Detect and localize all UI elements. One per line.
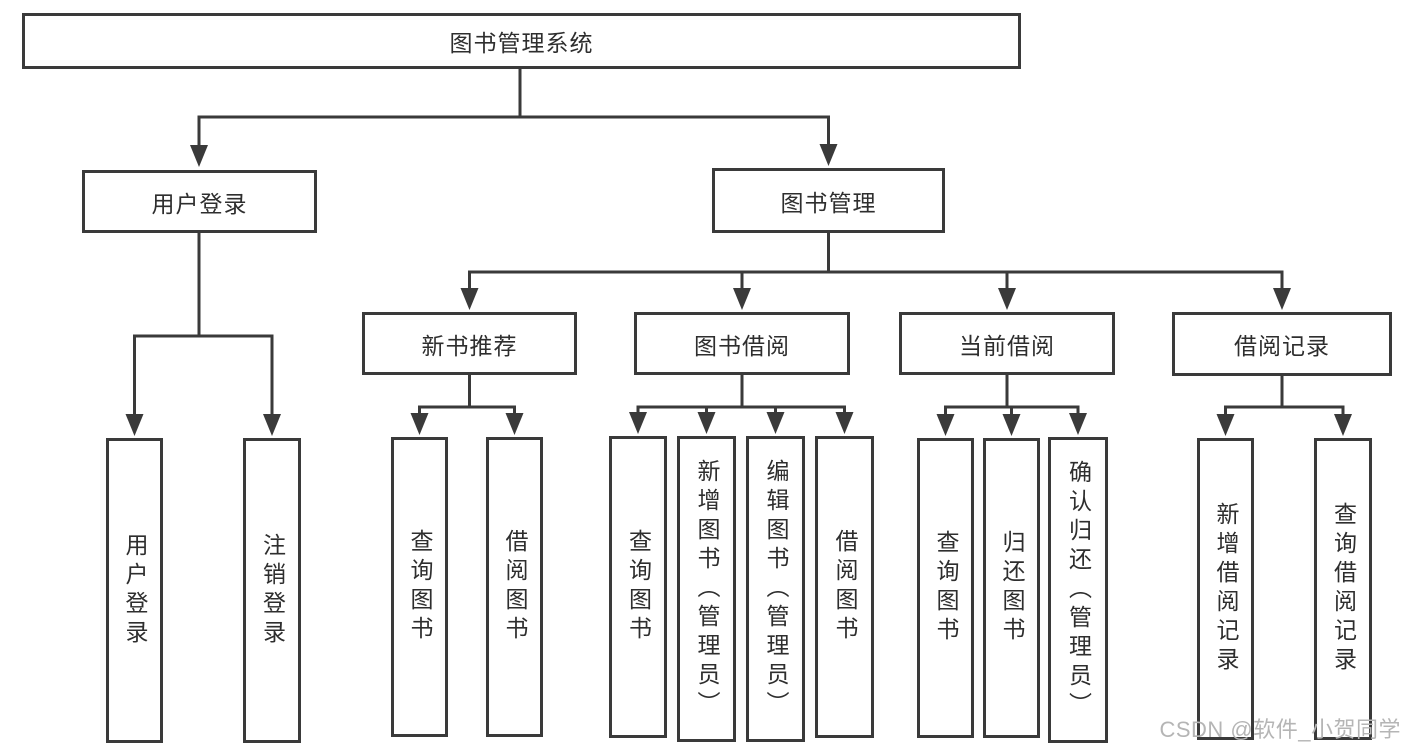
- node-borrow-records: 借阅记录: [1172, 312, 1392, 376]
- leaf-add-books-admin: 新增图书（管理员）: [677, 436, 736, 742]
- node-new-book-recommend: 新书推荐: [362, 312, 577, 375]
- node-label: 注销登录: [259, 532, 286, 649]
- node-label: 当前借阅: [959, 332, 1055, 359]
- leaf-query-borrow-record: 查询借阅记录: [1314, 438, 1372, 740]
- node-label: 查询图书: [407, 529, 433, 645]
- leaf-add-borrow-record: 新增借阅记录: [1197, 438, 1254, 740]
- node-label: 借阅记录: [1234, 333, 1330, 359]
- node-user-login: 用户登录: [82, 170, 317, 233]
- node-label: 图书管理: [780, 189, 877, 216]
- node-label: 查询借阅记录: [1330, 502, 1357, 676]
- csdn-watermark: CSDN @软件_小贺同学: [1159, 717, 1401, 742]
- node-label: 图书管理系统: [449, 30, 594, 56]
- leaf-borrow-books: 借阅图书: [815, 436, 874, 738]
- node-label: 编辑图书（管理员）: [763, 458, 789, 720]
- leaf-query-books: 查询图书: [917, 438, 974, 738]
- node-label: 归还图书: [999, 530, 1025, 646]
- arrow-down-icons: [125, 144, 1352, 436]
- node-book-borrow: 图书借阅: [634, 312, 850, 375]
- leaf-borrow-books: 借阅图书: [486, 437, 543, 737]
- node-label: 借阅图书: [502, 529, 528, 645]
- node-book-management: 图书管理: [712, 168, 945, 233]
- node-label: 用户登录: [151, 190, 248, 217]
- node-label: 用户登录: [122, 532, 148, 649]
- node-label: 查询图书: [933, 530, 959, 646]
- node-library-management-system: 图书管理系统: [22, 13, 1021, 69]
- leaf-query-books: 查询图书: [391, 437, 448, 737]
- node-label: 确认归还（管理员）: [1065, 459, 1092, 721]
- node-label: 新增借阅记录: [1213, 502, 1239, 676]
- node-label: 查询图书: [625, 529, 652, 645]
- node-current-borrow: 当前借阅: [899, 312, 1115, 375]
- leaf-query-books: 查询图书: [609, 436, 667, 738]
- leaf-return-books: 归还图书: [983, 438, 1040, 738]
- node-label: 新书推荐: [421, 332, 518, 359]
- node-label: 借阅图书: [832, 529, 858, 645]
- leaf-confirm-return-admin: 确认归还（管理员）: [1048, 437, 1108, 743]
- leaf-edit-books-admin: 编辑图书（管理员）: [746, 436, 805, 742]
- node-label: 新增图书（管理员）: [694, 458, 720, 720]
- leaf-user-login: 用户登录: [106, 438, 163, 743]
- leaf-logout: 注销登录: [243, 438, 301, 743]
- node-label: 图书借阅: [694, 332, 790, 359]
